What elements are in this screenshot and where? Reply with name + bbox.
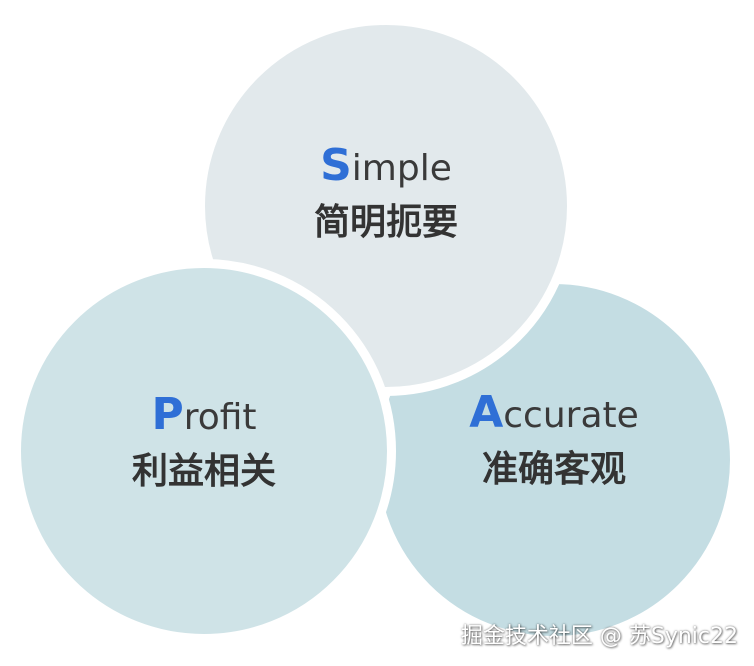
profit-chinese-label: 利益相关: [131, 450, 276, 492]
profit-initial: P: [151, 388, 184, 440]
profit-english-label: Profit: [151, 392, 257, 440]
simple-rest: imple: [351, 147, 452, 189]
circle-profit: Profit 利益相关: [12, 259, 396, 643]
accurate-english-label: Accurate: [469, 390, 639, 438]
watermark: 掘金技术社区 @ 苏Synic22: [460, 624, 738, 649]
accurate-rest: ccurate: [503, 394, 639, 436]
simple-initial: S: [320, 139, 352, 191]
accurate-initial: A: [469, 386, 504, 438]
simple-label-group: Simple 简明扼要: [313, 143, 458, 247]
profit-label-group: Profit 利益相关: [131, 392, 276, 496]
simple-english-label: Simple: [320, 143, 452, 191]
simple-chinese-label: 简明扼要: [313, 201, 458, 243]
profit-rest: rofit: [183, 396, 257, 438]
accurate-chinese-label: 准确客观: [481, 448, 626, 490]
circle-simple: Simple 简明扼要: [196, 16, 576, 396]
accurate-label-group: Accurate 准确客观: [469, 390, 639, 494]
